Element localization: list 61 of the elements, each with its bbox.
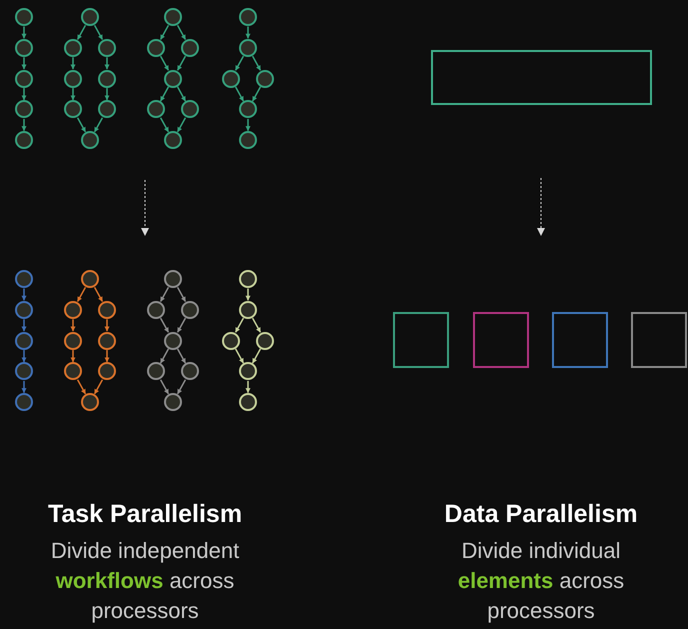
arrow: [22, 319, 26, 332]
arrow: [176, 318, 186, 333]
heading: Data Parallelism: [444, 499, 638, 530]
arrow: [246, 288, 250, 301]
outlined-box: [473, 312, 529, 368]
arrow: [160, 56, 170, 71]
arrow: [246, 118, 250, 132]
arrow: [76, 24, 86, 40]
arrow: [76, 286, 86, 302]
arrow: [104, 350, 110, 362]
arrow: [22, 118, 26, 132]
arrow: [234, 56, 244, 71]
outlined-box: [431, 50, 652, 105]
arrow: [234, 318, 244, 333]
arrow: [94, 117, 104, 132]
arrow: [176, 24, 186, 40]
description: Divide independent workflows across processors: [50, 537, 240, 625]
arrow: [94, 286, 104, 302]
arrow: [246, 26, 250, 39]
arrow: [104, 88, 110, 100]
arrow: [176, 348, 186, 364]
outlined-box: [631, 312, 687, 368]
arrow: [22, 57, 26, 70]
arrow: [160, 379, 170, 394]
arrow: [22, 26, 26, 39]
arrow: [234, 348, 244, 364]
arrow: [176, 286, 186, 302]
arrow: [160, 117, 170, 132]
description: Divide individual elements across processors: [456, 537, 626, 625]
arrow: [104, 319, 110, 332]
arrow: [176, 86, 186, 102]
arrow: [176, 379, 186, 394]
arrow: [22, 88, 26, 100]
arrow: [176, 117, 186, 132]
arrow: [70, 319, 76, 332]
arrow: [76, 379, 86, 394]
arrow: [70, 88, 76, 100]
arrow: [246, 380, 250, 394]
arrow: [252, 56, 262, 71]
arrow: [22, 350, 26, 362]
arrow: [160, 24, 170, 40]
arrow: [160, 318, 170, 333]
arrow: [94, 379, 104, 394]
arrow: [22, 380, 26, 394]
arrow: [104, 57, 110, 70]
arrow: [70, 350, 76, 362]
outlined-box: [552, 312, 608, 368]
outlined-box: [393, 312, 449, 368]
arrow: [70, 57, 76, 70]
arrow: [160, 86, 170, 102]
arrow: [252, 348, 262, 364]
arrow: [176, 56, 186, 71]
arrow: [160, 348, 170, 364]
heading: Task Parallelism: [48, 499, 242, 530]
arrow: [234, 86, 244, 102]
arrow: [252, 86, 262, 102]
arrow: [76, 117, 86, 132]
arrow: [22, 288, 26, 301]
arrow: [94, 24, 104, 40]
arrow: [252, 318, 262, 333]
arrow: [160, 286, 170, 302]
